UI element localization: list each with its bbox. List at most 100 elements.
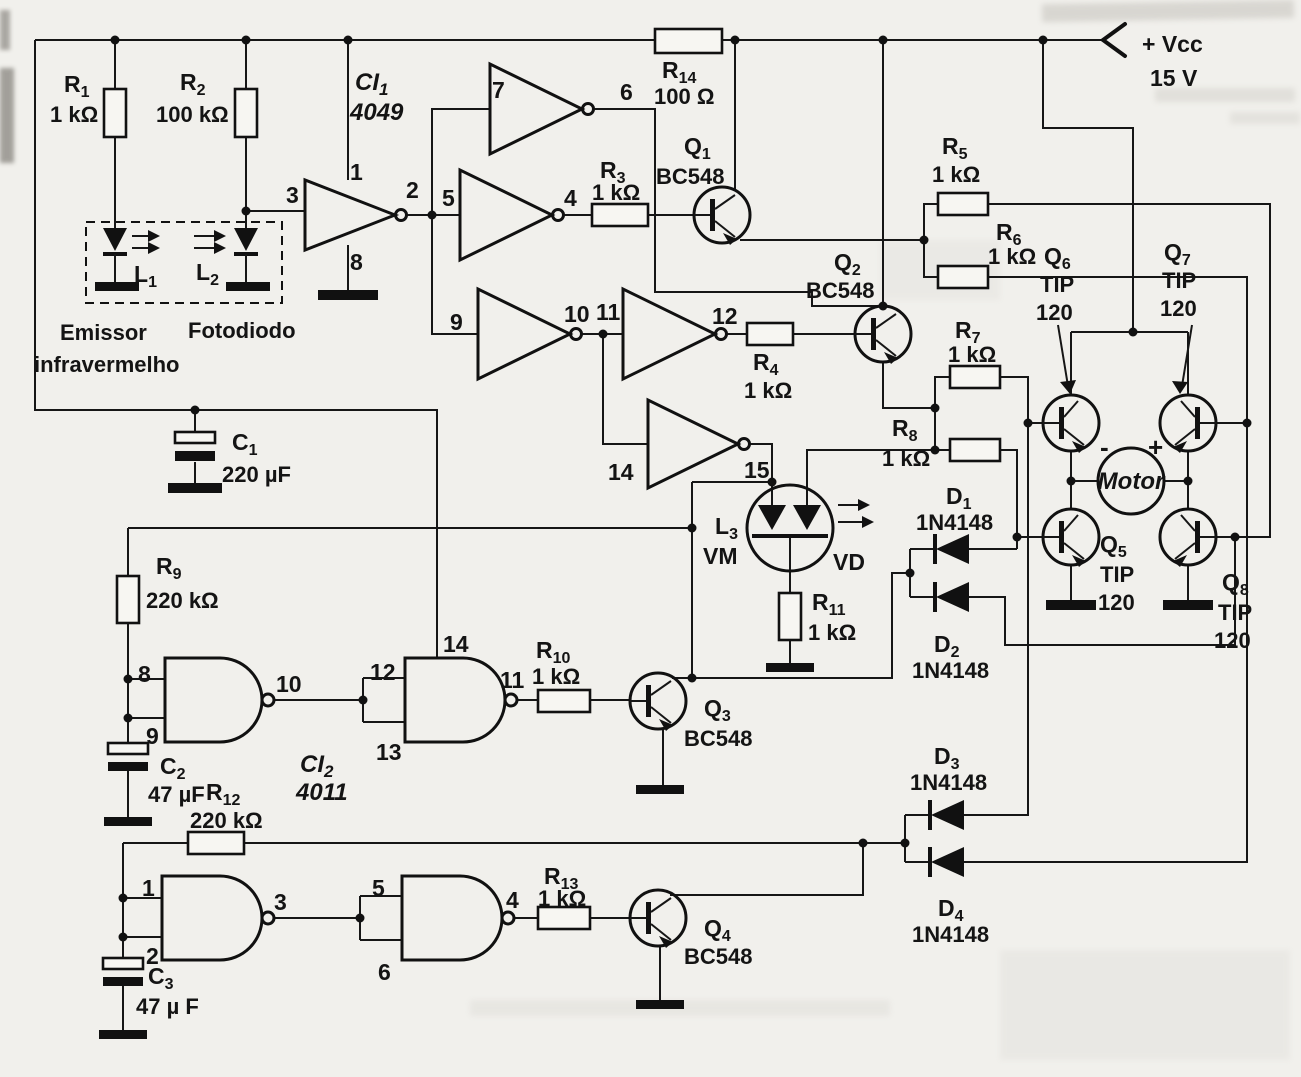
capacitor-c3	[99, 956, 147, 1039]
led-l1-label: L1	[134, 261, 157, 291]
q6-label: Q6	[1044, 243, 1071, 273]
resistor-r10	[536, 688, 592, 714]
r11-label: R11	[812, 589, 846, 619]
q8-part2: 120	[1214, 628, 1251, 653]
pin-inv6-out: 15	[744, 457, 770, 483]
r14-label: R14	[662, 57, 697, 87]
r6-value: 1 kΩ	[988, 244, 1036, 269]
ci1-inverters	[303, 61, 751, 491]
r8-label: R8	[892, 415, 918, 445]
vcc-arrow-icon	[1099, 22, 1127, 58]
led-l3-bicolor	[745, 483, 874, 573]
capacitor-c1	[168, 430, 222, 493]
ground-icon	[1046, 600, 1096, 610]
c3-label: C3	[148, 963, 174, 993]
r11-value: 1 kΩ	[808, 620, 856, 645]
ground-icon	[99, 1030, 147, 1039]
led-l2-label: L2	[196, 259, 219, 289]
pin-inv6-in: 14	[608, 459, 634, 485]
r1-label: R1	[64, 71, 90, 101]
transistor-q2	[853, 304, 913, 364]
d2-label: D2	[934, 631, 960, 661]
q2-part: BC548	[806, 278, 874, 303]
d2-part: 1N4148	[912, 658, 989, 683]
c2-label: C2	[160, 753, 186, 783]
pin-nB-out: 11	[500, 667, 525, 693]
nand-gate-d	[400, 874, 516, 962]
ground-icon	[636, 785, 684, 794]
pin-nA-in1: 8	[138, 661, 151, 687]
photodiode-label: Fotodiodo	[188, 318, 296, 343]
q1-label: Q1	[684, 133, 711, 163]
r5-value: 1 kΩ	[932, 162, 980, 187]
q1-node-wires	[734, 40, 1271, 538]
r9-value: 220 kΩ	[146, 588, 219, 613]
transistor-q4	[628, 888, 688, 948]
pin-inv3-out: 4	[564, 185, 577, 211]
r2-label: R2	[180, 69, 206, 99]
q7-label: Q7	[1164, 239, 1191, 269]
ir-arrow-icon	[148, 242, 160, 254]
c1-value: 220 µF	[222, 462, 291, 487]
q3-label: Q3	[704, 695, 731, 725]
label-pointer-arrows	[1057, 324, 1193, 394]
pin-inv4-out: 10	[564, 301, 590, 327]
pin-nC-in1: 1	[142, 875, 155, 901]
ci1-label: CI1	[355, 69, 388, 99]
resistor-r13	[536, 905, 592, 931]
inverter-3	[458, 167, 565, 263]
ground-icon	[168, 483, 222, 493]
q2-label: Q2	[834, 249, 861, 279]
ground-icon	[318, 290, 378, 300]
pin-nB-in2: 13	[376, 739, 402, 765]
q4-label: Q4	[704, 915, 731, 945]
osc2-wires	[122, 842, 905, 1030]
ir-arrow-icon	[214, 242, 226, 254]
inverter-6	[646, 397, 751, 491]
c3-value: 47 µ F	[136, 994, 199, 1019]
q8-part1: TIP	[1218, 600, 1252, 625]
pin-inv5-in: 11	[596, 299, 621, 325]
resistor-r2	[233, 87, 259, 139]
diode-d2	[933, 582, 969, 612]
diode-d3	[928, 800, 964, 830]
led-l3-vm-label: VM	[703, 543, 738, 569]
diode-d1	[933, 534, 969, 564]
transistor-q5	[1041, 507, 1101, 567]
resistor-r12	[186, 830, 246, 856]
vcc-label: + Vcc	[1142, 31, 1203, 57]
c1-label: C1	[232, 429, 258, 459]
pin-inv2-out: 6	[620, 79, 633, 105]
resistor-r11	[777, 591, 803, 642]
nand-gate-a	[163, 656, 276, 744]
r14-value: 100 Ω	[654, 84, 714, 109]
resistor-r5	[936, 191, 990, 217]
r12-label: R12	[206, 779, 241, 809]
inverter-1	[303, 177, 408, 253]
emitter-label-line2: infravermelho	[34, 352, 180, 377]
resistor-r4	[745, 321, 795, 347]
inverter-4	[476, 286, 583, 382]
ci2-part-label: 4011	[295, 779, 348, 806]
motor-symbol: Motor	[1096, 446, 1166, 516]
nand-gate-c	[160, 874, 276, 962]
ci2-nand-gates	[160, 656, 519, 962]
q5-label: Q5	[1100, 531, 1127, 561]
resistor-r14	[653, 27, 724, 55]
pin-nC-out: 3	[274, 889, 287, 915]
nand-gate-b	[403, 656, 519, 744]
transistor-q6	[1041, 393, 1101, 453]
diodes-group	[928, 534, 969, 877]
q7-part2: 120	[1160, 296, 1197, 321]
led3-wires	[771, 444, 791, 663]
ground-icon	[636, 1000, 684, 1009]
pin-inv1-in: 3	[286, 182, 299, 208]
q7-part1: TIP	[1162, 268, 1196, 293]
q3-part: BC548	[684, 726, 752, 751]
junction-dots	[110, 35, 1252, 942]
d1-part: 1N4148	[916, 510, 993, 535]
r13-label: R13	[544, 863, 579, 893]
q1-part: BC548	[656, 164, 724, 189]
led-l2	[194, 228, 270, 291]
r2-value: 100 kΩ	[156, 102, 229, 127]
